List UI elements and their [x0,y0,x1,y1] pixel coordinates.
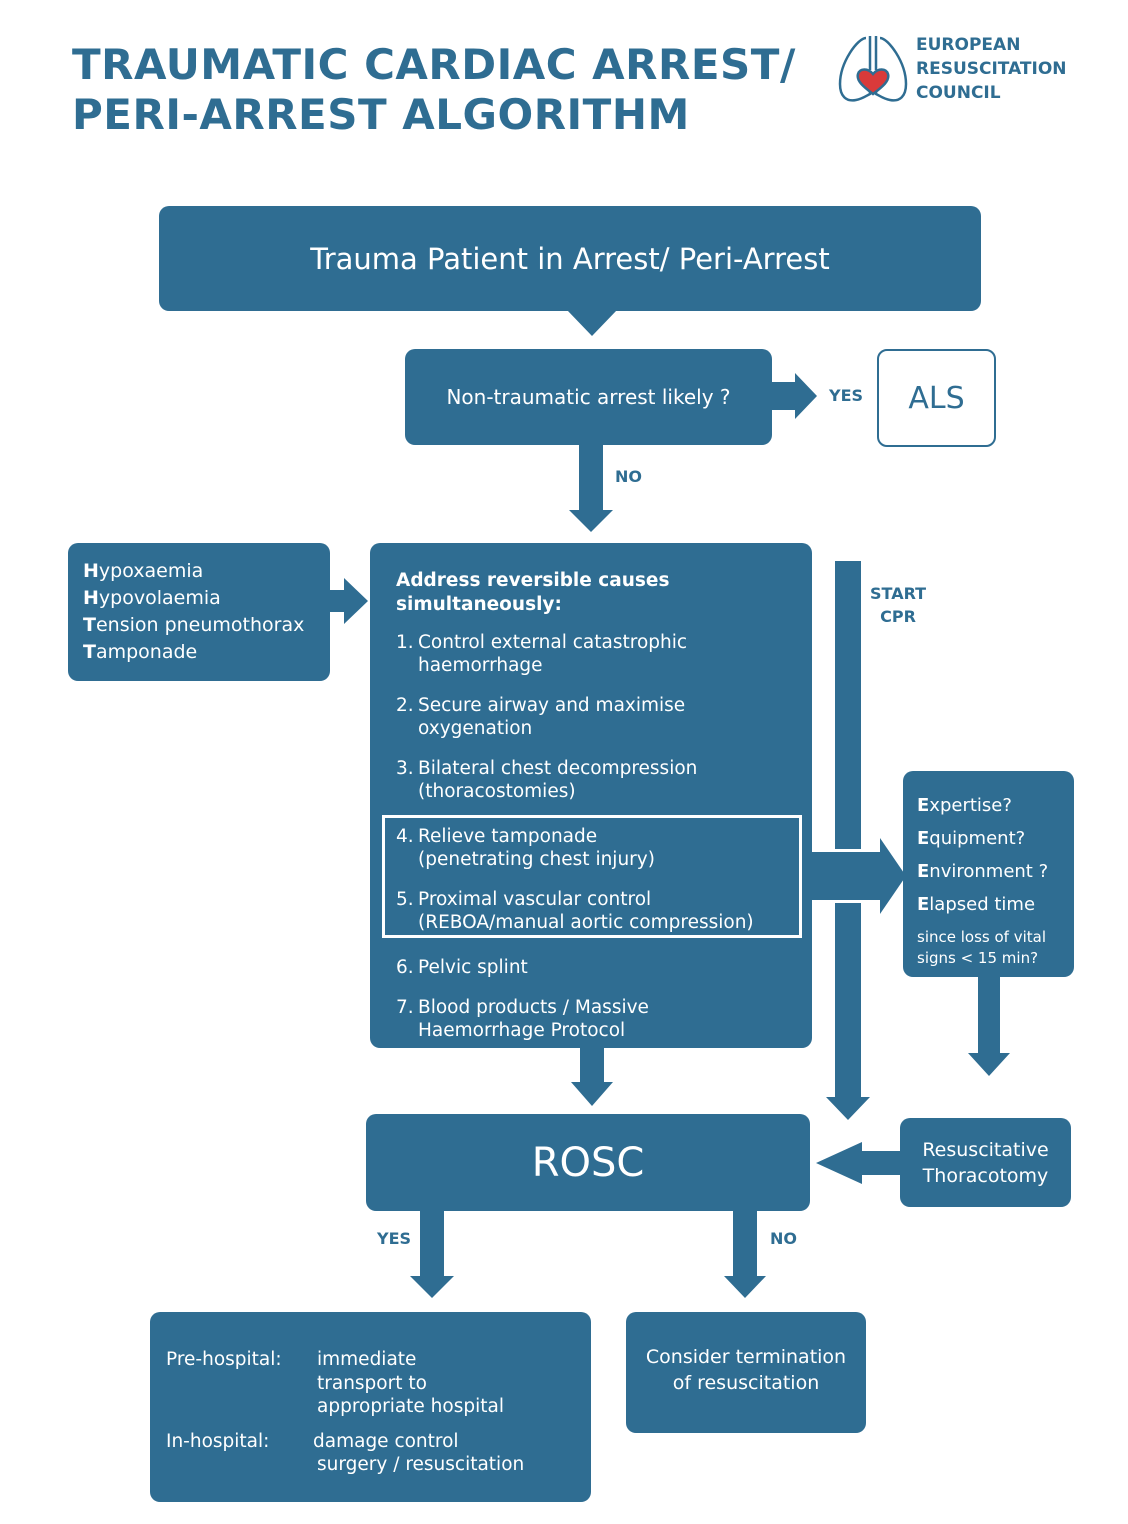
start-text: Trauma Patient in Arrest/ Peri-Arrest [310,241,830,276]
pre-hospital-row: Pre-hospital: immediate transport to app… [166,1349,504,1417]
logo-line: RESUSCITATION [916,59,1067,79]
thoracotomy-box: Resuscitative Thoracotomy [900,1118,1071,1207]
start-cpr-label: START CPR [870,584,927,626]
highlight-frame-items-4-5 [382,815,802,938]
rosc-no-label: NO [770,1229,797,1248]
pre-hospital-label: Pre-hospital: [166,1349,282,1370]
hhtt-box: Hypoxaemia Hypovolaemia Tension pneumoth… [68,543,330,681]
hhtt-item: Tension pneumothorax [83,614,305,636]
eeee-item: Equipment? [917,828,1026,849]
in-hospital-label: In-hospital: [166,1430,270,1452]
arrow-rosc-yes [410,1210,454,1298]
cause-item: 4.Relieve tamponade(penetrating chest in… [396,826,655,870]
rosc-box: ROSC [366,1114,810,1211]
hhtt-item: Tamponade [83,641,198,663]
no-outcome-box: Consider termination of resuscitation [626,1312,866,1433]
rosc-text: ROSC [531,1139,645,1186]
start-box: Trauma Patient in Arrest/ Peri-Arrest [159,206,981,311]
arrow-to-eeee [800,838,906,914]
decision-text: Non-traumatic arrest likely ? [446,385,731,409]
page-title: TRAUMATIC CARDIAC ARREST/ PERI-ARREST AL… [72,40,796,140]
eeee-item: Environment ? [917,861,1049,882]
als-text: ALS [908,380,965,416]
start-pointer-arrow [567,310,617,336]
decision-no-label: NO [615,467,642,486]
hhtt-item: Hypovolaemia [83,587,221,609]
no-outcome-line: Consider termination [645,1346,847,1368]
logo-line: EUROPEAN [916,35,1021,55]
reversible-heading: Address reversible causes simultaneously… [396,570,670,615]
arrow-eeee-down [968,975,1010,1076]
cause-item: 6.Pelvic splint [396,957,528,978]
hhtt-item: Hypoxaemia [83,560,204,582]
lungs-heart-icon [838,36,908,102]
eeee-box: Expertise? Equipment? Environment ? Elap… [903,771,1074,977]
logo-line: COUNCIL [916,83,1001,103]
arrow-no-down [569,444,613,532]
logo-text: EUROPEAN RESUSCITATION COUNCIL [916,33,1067,105]
arrow-to-als [770,373,817,419]
arrow-start-cpr [826,561,870,1120]
in-hospital-row: In-hospital: damage control surgery / re… [166,1430,525,1476]
cause-item: 5.Proximal vascular control(REBOA/manual… [396,889,754,933]
eeee-subtext: since loss of vital signs < 15 min? [917,928,1046,967]
no-outcome-line: of resuscitation [672,1372,820,1394]
rosc-yes-label: YES [377,1229,412,1248]
title-line-1: TRAUMATIC CARDIAC ARREST/ [72,40,796,89]
thoracotomy-line: Resuscitative [922,1138,1049,1161]
yes-outcome-box: Pre-hospital: immediate transport to app… [150,1312,591,1502]
arrow-thoracotomy-to-rosc [816,1142,902,1184]
thoracotomy-line: Thoracotomy [922,1164,1049,1187]
decision-box: Non-traumatic arrest likely ? [405,349,772,445]
reversible-causes-box: Address reversible causes simultaneously… [370,543,812,1048]
arrow-rosc-no [724,1210,766,1298]
arrow-causes-to-rosc [571,1046,613,1106]
eeee-item: Elapsed time [917,894,1036,915]
als-box: ALS [877,349,996,447]
eeee-item: Expertise? [917,795,1012,816]
cause-item: 3.Bilateral chest decompression(thoracos… [396,758,698,802]
title-line-2: PERI-ARREST ALGORITHM [72,90,690,139]
decision-yes-label: YES [829,386,864,405]
arrow-hhtt-to-causes [328,578,368,624]
